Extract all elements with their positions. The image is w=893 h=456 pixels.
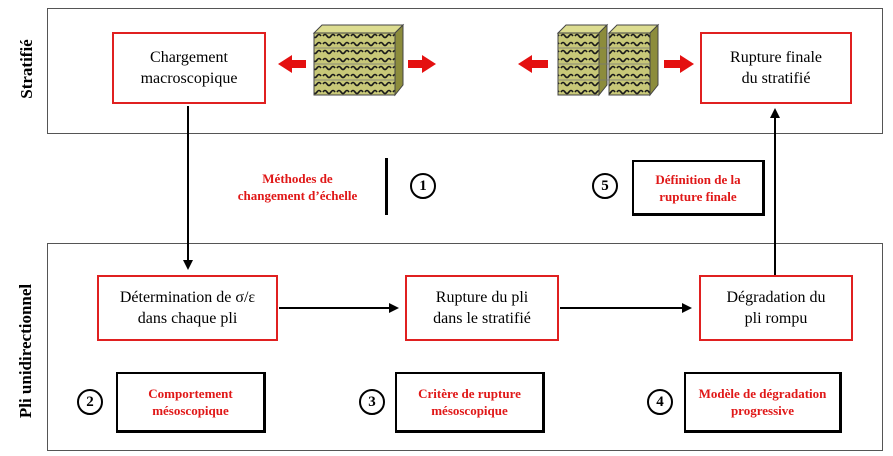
method-4-number: 4 bbox=[647, 389, 673, 415]
method-3-box: Critère de rupture mésoscopique bbox=[395, 372, 545, 433]
method-1-number: 1 bbox=[410, 173, 436, 199]
method-2-box: Comportement mésoscopique bbox=[116, 372, 266, 433]
method-2-number: 2 bbox=[77, 389, 103, 415]
box-determination: Détermination de σ/ε dans chaque pli bbox=[97, 275, 278, 341]
laminate-intact-icon bbox=[312, 23, 405, 97]
method-4-box: Modèle de dégradation progressive bbox=[684, 372, 842, 433]
method-5-box: Définition de la rupture finale bbox=[632, 160, 765, 216]
red-tension-arrows-left bbox=[278, 55, 436, 73]
laminate-broken-icon bbox=[556, 23, 660, 97]
method-5-number: 5 bbox=[592, 173, 618, 199]
red-tension-arrows-right bbox=[518, 55, 694, 73]
box-degradation: Dégradation du pli rompu bbox=[699, 275, 853, 341]
method-3-number: 3 bbox=[359, 389, 385, 415]
box-rupture-pli: Rupture du pli dans le stratifié bbox=[405, 275, 559, 341]
box-chargement-macroscopique: Chargement macroscopique bbox=[112, 32, 266, 104]
box-rupture-finale: Rupture finale du stratifié bbox=[700, 32, 852, 104]
method-1-box: Méthodes de changement d’échelle bbox=[210, 158, 388, 215]
